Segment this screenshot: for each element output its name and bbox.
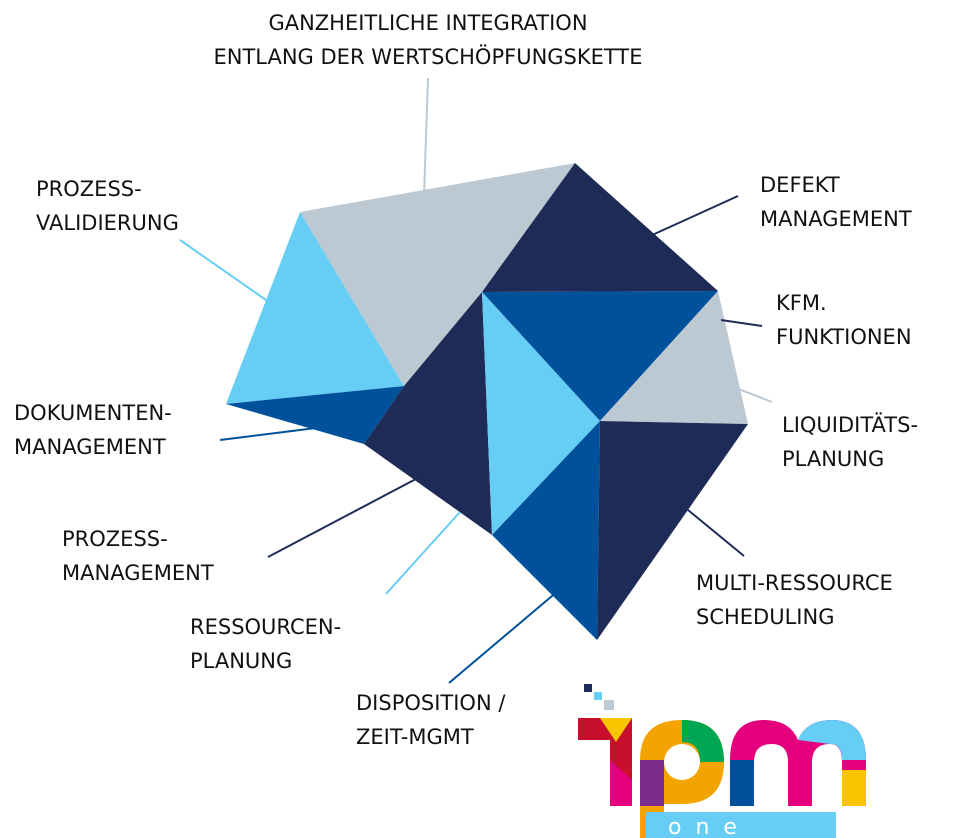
leader-documents (219, 427, 317, 441)
facet-integration (300, 163, 575, 386)
leader-resources (385, 511, 461, 595)
logo-letter-p-facet (640, 760, 664, 806)
logo-letter-p-facet (682, 720, 724, 762)
logo-word: one (668, 815, 751, 838)
logo-pixel (584, 684, 592, 692)
label-kfm: KFM. FUNKTIONEN (776, 286, 912, 354)
label-kfm-line1: KFM. (776, 291, 827, 315)
logo-pixel (594, 692, 602, 700)
label-multi-resource-line2: SCHEDULING (696, 605, 835, 629)
facet-documents (226, 386, 404, 444)
label-defect-line1: DEFEKT (760, 173, 840, 197)
facet-group (226, 163, 748, 640)
facet-resources (482, 292, 600, 535)
label-disposition-line2: ZEIT-MGMT (356, 725, 474, 749)
label-validation-line1: PROZESS- (36, 177, 142, 201)
label-defect: DEFEKT MANAGEMENT (760, 168, 912, 236)
label-resources-line2: PLANUNG (190, 649, 293, 673)
logo-letter-p-hole (664, 744, 700, 780)
label-liquidity: LIQUIDITÄTS- PLANUNG (782, 408, 918, 476)
label-liquidity-line2: PLANUNG (782, 447, 885, 471)
leader-integration (421, 77, 429, 256)
label-process-mgmt-line1: PROZESS- (62, 527, 168, 551)
label-multi-resource-line1: MULTI-RESSOURCE (696, 571, 893, 595)
facet-kfm (600, 291, 748, 424)
leader-process-mgmt (267, 460, 451, 558)
facet-center-blue (482, 291, 718, 421)
logo-letter-m-facet (842, 770, 866, 806)
leader-kfm (720, 319, 763, 327)
label-liquidity-line1: LIQUIDITÄTS- (782, 413, 919, 437)
label-disposition-line1: DISPOSITION / (356, 691, 506, 715)
label-documents-line1: DOKUMENTEN- (14, 401, 172, 425)
leader-defect (649, 195, 739, 237)
logo-letter-m-facet (730, 760, 754, 806)
label-documents-line2: MANAGEMENT (14, 435, 166, 459)
logo-pixel (604, 700, 614, 710)
leader-validation (179, 239, 267, 301)
label-integration-line2: ENTLANG DER WERTSCHÖPFUNGSKETTE (213, 45, 643, 69)
leader-liquidity (689, 369, 773, 403)
label-resources-line1: RESSOURCEN- (190, 615, 342, 639)
label-kfm-line2: FUNKTIONEN (776, 325, 912, 349)
logo-digit-one-facet (600, 718, 632, 742)
label-multi-resource: MULTI-RESSOURCE SCHEDULING (696, 566, 893, 634)
label-process-mgmt: PROZESS- MANAGEMENT (62, 522, 214, 590)
label-resources: RESSOURCEN- PLANUNG (190, 610, 341, 678)
label-documents: DOKUMENTEN- MANAGEMENT (14, 396, 172, 464)
leader-lines (179, 77, 773, 684)
facet-validation (226, 212, 404, 404)
facet-multi-resource (597, 421, 748, 640)
label-validation-line2: VALIDIERUNG (36, 211, 179, 235)
leader-disposition (448, 584, 566, 684)
facet-defect (482, 163, 718, 292)
leader-multi-resource (687, 509, 745, 557)
label-process-mgmt-line2: MANAGEMENT (62, 561, 214, 585)
label-integration: GANZHEITLICHE INTEGRATION ENTLANG DER WE… (162, 6, 694, 74)
label-integration-line1: GANZHEITLICHE INTEGRATION (268, 11, 588, 35)
label-defect-line2: MANAGEMENT (760, 207, 912, 231)
facet-disposition (492, 421, 600, 640)
logo-letter-m-facet (798, 720, 866, 760)
logo-word-bar (646, 812, 836, 838)
label-validation: PROZESS- VALIDIERUNG (36, 172, 179, 240)
facet-process-mgmt (364, 292, 492, 535)
logo-digit-one-facet (610, 760, 632, 806)
brand-logo: one (578, 684, 866, 838)
label-disposition: DISPOSITION / ZEIT-MGMT (356, 686, 505, 754)
